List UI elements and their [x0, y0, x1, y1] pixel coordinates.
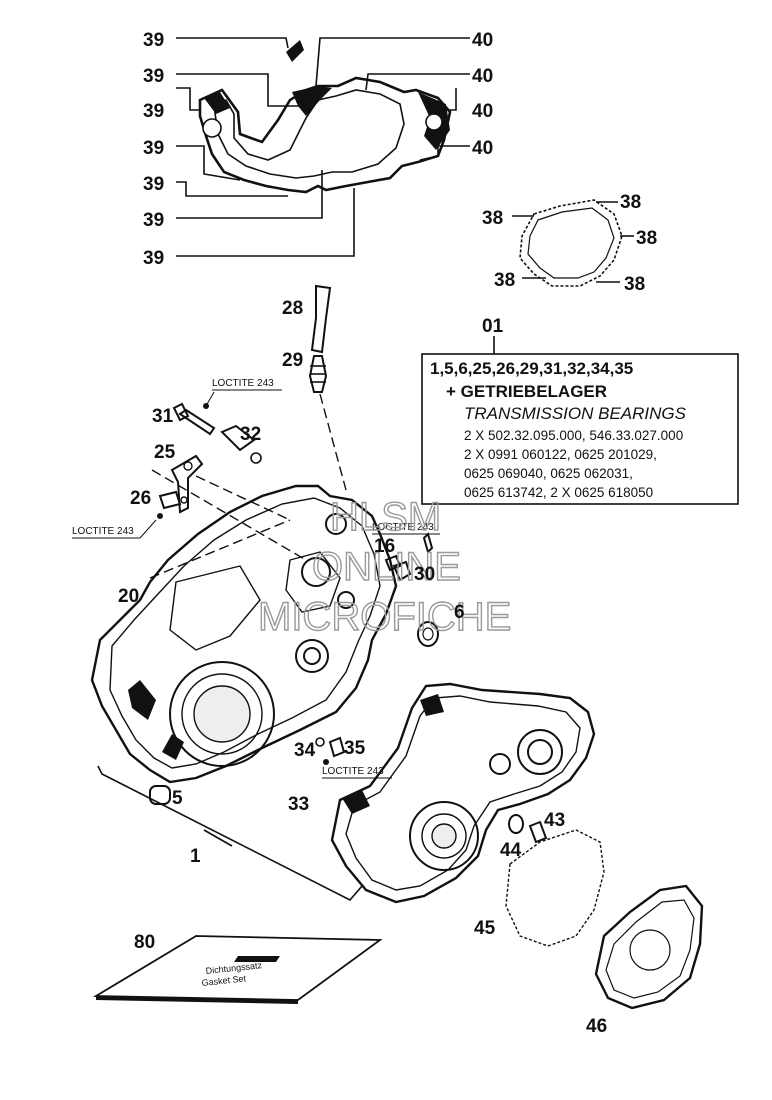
- callout-40: 40: [472, 30, 493, 51]
- callout-25: 25: [154, 442, 176, 463]
- callout-30: 30: [414, 564, 435, 585]
- callout-35: 35: [344, 738, 366, 759]
- loctite-labels: LOCTITE 243 LOCTITE 243 LOCTITE 243 LOCT…: [72, 378, 440, 779]
- kit-getriebelager: + GETRIEBELAGER: [446, 382, 607, 401]
- watermark-line-1: HLSM: [330, 495, 441, 539]
- callout-40: 40: [472, 101, 493, 122]
- loctite-label-upper: LOCTITE 243: [212, 378, 274, 389]
- callout-39: 39: [143, 174, 164, 195]
- booklet-line-2: Gasket Set: [201, 973, 247, 988]
- bearings-and-bolts: [315, 532, 439, 765]
- callout-39: 39: [143, 66, 164, 87]
- callout-45: 45: [474, 918, 496, 939]
- kit-info-box: 1,5,6,25,26,29,31,32,34,35 + GETRIEBELAG…: [421, 336, 739, 505]
- kit-line-5: 2 X 0991 060122, 0625 201029,: [464, 447, 657, 462]
- callout-numbers: 39 39 39 39 39 39 39 40 40 40 40 38 38 3…: [118, 30, 657, 1037]
- callout-38: 38: [494, 270, 515, 291]
- callout-32: 32: [240, 424, 261, 445]
- watermark: HLSM ONLINE MICROFICHE: [257, 494, 512, 639]
- leaders-39-40: [176, 37, 470, 257]
- callout-38: 38: [620, 192, 641, 213]
- callout-26: 26: [130, 488, 151, 509]
- callout-33: 33: [288, 794, 309, 815]
- callout-80: 80: [134, 932, 155, 953]
- callout-39: 39: [143, 210, 164, 231]
- callout-39: 39: [143, 138, 164, 159]
- callout-39: 39: [143, 248, 164, 269]
- callout-34: 34: [294, 740, 316, 761]
- clutch-cover-gasket: [512, 199, 634, 287]
- callout-1: 1: [190, 846, 201, 867]
- kit-part-list: 1,5,6,25,26,29,31,32,34,35: [430, 359, 633, 378]
- callout-38: 38: [636, 228, 657, 249]
- kit-line-6: 0625 069040, 0625 062031,: [464, 466, 633, 481]
- callout-16: 16: [374, 536, 395, 557]
- kit-line-7: 0625 613742, 2 X 0625 618050: [464, 485, 653, 500]
- callout-31: 31: [152, 406, 174, 427]
- callout-40: 40: [472, 138, 493, 159]
- hose-and-nipple: [308, 284, 347, 491]
- callout-40: 40: [472, 66, 493, 87]
- loctite-label-right: LOCTITE 243: [372, 522, 434, 533]
- kit-line-4: 2 X 502.32.095.000, 546.33.027.000: [464, 428, 683, 443]
- watermark-line-2: ONLINE: [312, 545, 461, 589]
- callout-20: 20: [118, 586, 139, 607]
- callout-5: 5: [172, 788, 183, 809]
- watermark-line-3: MICROFICHE: [258, 595, 511, 639]
- callout-46: 46: [586, 1016, 607, 1037]
- crankcase-left-half: [90, 484, 398, 901]
- crankcase-gasket: [198, 40, 452, 194]
- loctite-label-lower: LOCTITE 243: [322, 766, 384, 777]
- ignition-cover-group: [505, 814, 704, 1010]
- crankcase-right-half: [330, 682, 596, 904]
- callout-39: 39: [143, 101, 164, 122]
- callout-43: 43: [544, 810, 565, 831]
- callout-01: 01: [482, 316, 504, 337]
- callout-29: 29: [282, 350, 303, 371]
- callout-44: 44: [500, 840, 522, 861]
- callout-39: 39: [143, 30, 164, 51]
- kit-transmission-bearings: TRANSMISSION BEARINGS: [464, 404, 687, 423]
- callout-6: 6: [454, 602, 465, 623]
- loctite-label-left: LOCTITE 243: [72, 526, 134, 537]
- callout-28: 28: [282, 298, 303, 319]
- callout-38: 38: [482, 208, 503, 229]
- callout-38: 38: [624, 274, 645, 295]
